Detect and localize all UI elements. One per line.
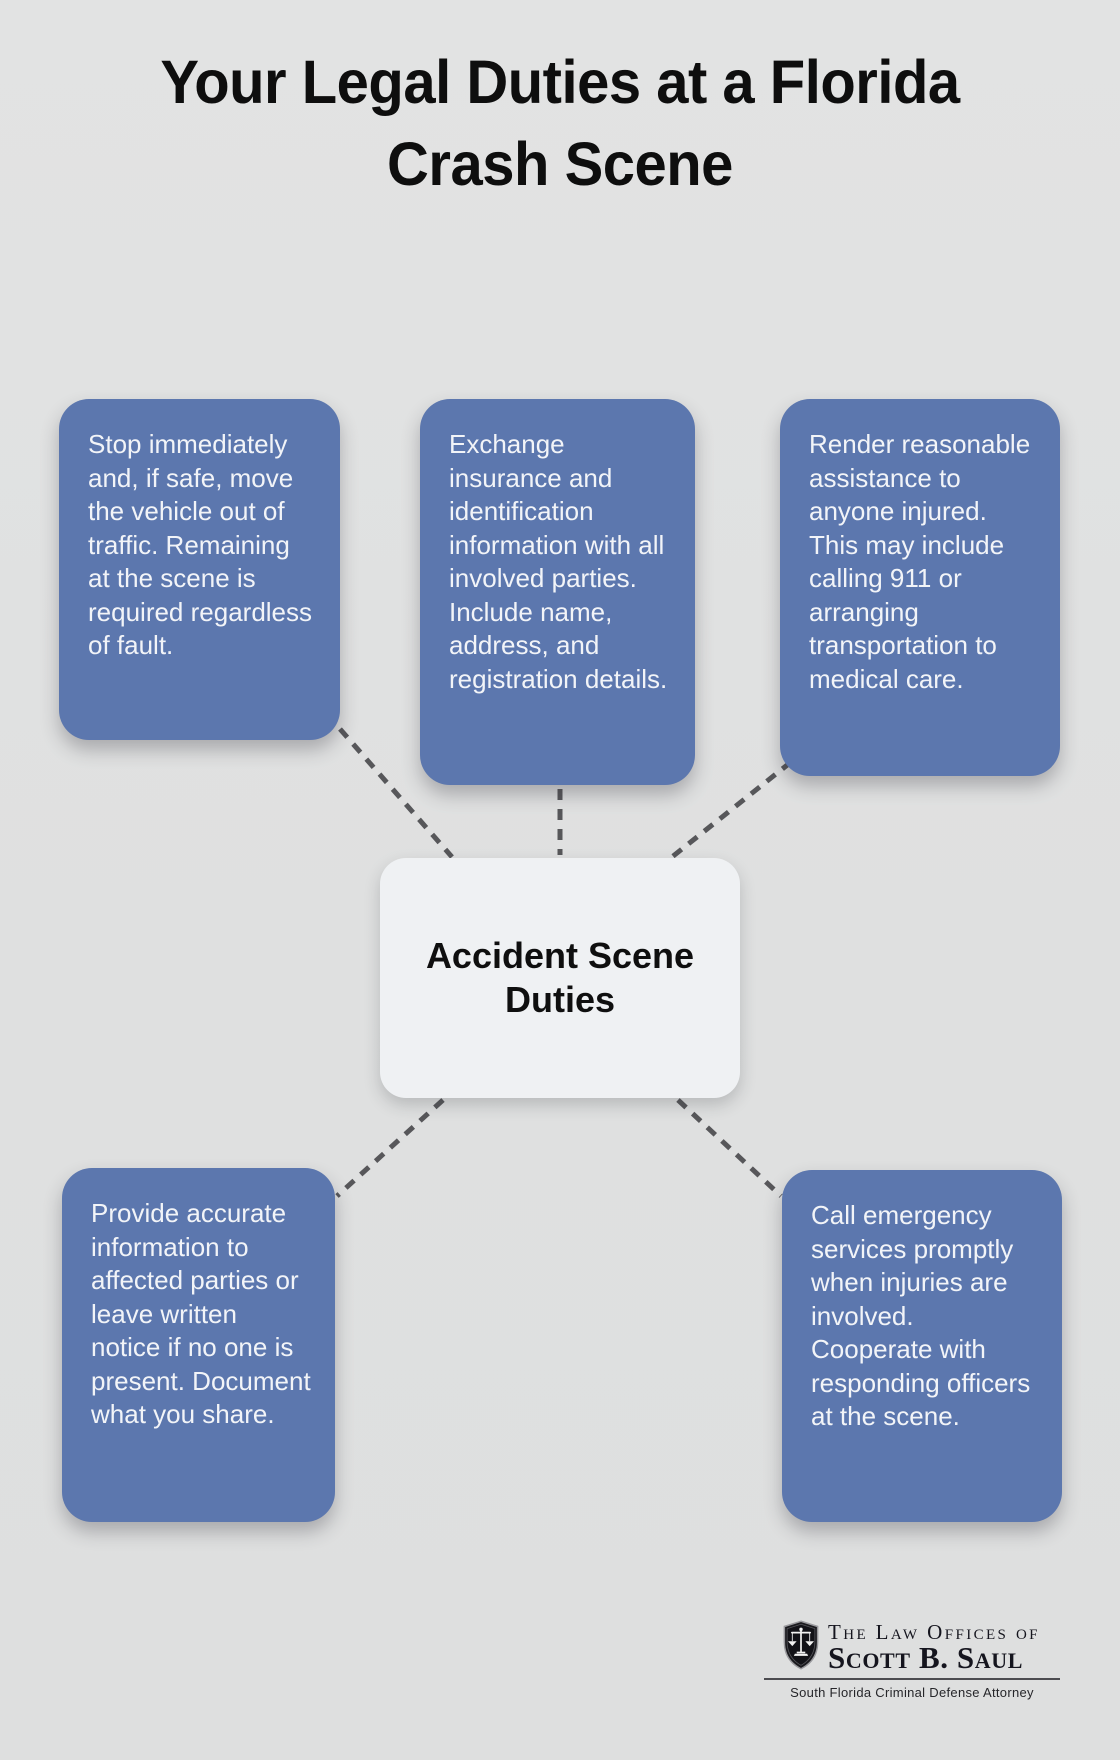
law-firm-tagline: South Florida Criminal Defense Attorney: [790, 1685, 1034, 1700]
page-title-line-1: Your Legal Duties at a Florida: [160, 47, 960, 116]
connector-bottom-left: [335, 1098, 445, 1198]
duty-card-text: Call emergency services promptly when in…: [811, 1200, 1031, 1431]
law-firm-logo: The Law Offices of Scott B. Saul South F…: [764, 1616, 1060, 1700]
duty-card-stop-immediately: Stop immediately and, if safe, move the …: [59, 399, 340, 740]
central-topic-node: Accident Scene Duties: [380, 858, 740, 1098]
duty-card-text: Exchange insurance and identification in…: [449, 429, 668, 694]
page-title: Your Legal Duties at a Florida Crash Sce…: [28, 41, 1092, 205]
law-firm-name: Scott B. Saul: [828, 1640, 1024, 1675]
duty-card-provide-accurate-information: Provide accurate information to affected…: [62, 1168, 335, 1522]
connector-bottom-right: [676, 1098, 783, 1198]
logo-divider: [764, 1678, 1060, 1680]
central-topic-label: Accident Scene Duties: [425, 935, 695, 1020]
scales-of-justice-shield-icon: [783, 1620, 819, 1670]
duty-card-text: Provide accurate information to affected…: [91, 1198, 311, 1429]
duty-card-text: Stop immediately and, if safe, move the …: [88, 429, 313, 660]
duty-card-render-assistance: Render reasonable assistance to anyone i…: [780, 399, 1060, 776]
duty-card-exchange-information: Exchange insurance and identification in…: [420, 399, 695, 785]
page-title-line-2: Crash Scene: [387, 129, 733, 198]
duty-card-text: Render reasonable assistance to anyone i…: [809, 429, 1031, 694]
duty-card-call-emergency-services: Call emergency services promptly when in…: [782, 1170, 1062, 1522]
law-firm-name-prefix: The Law Offices of: [828, 1620, 1040, 1644]
connector-top-right: [670, 760, 793, 859]
